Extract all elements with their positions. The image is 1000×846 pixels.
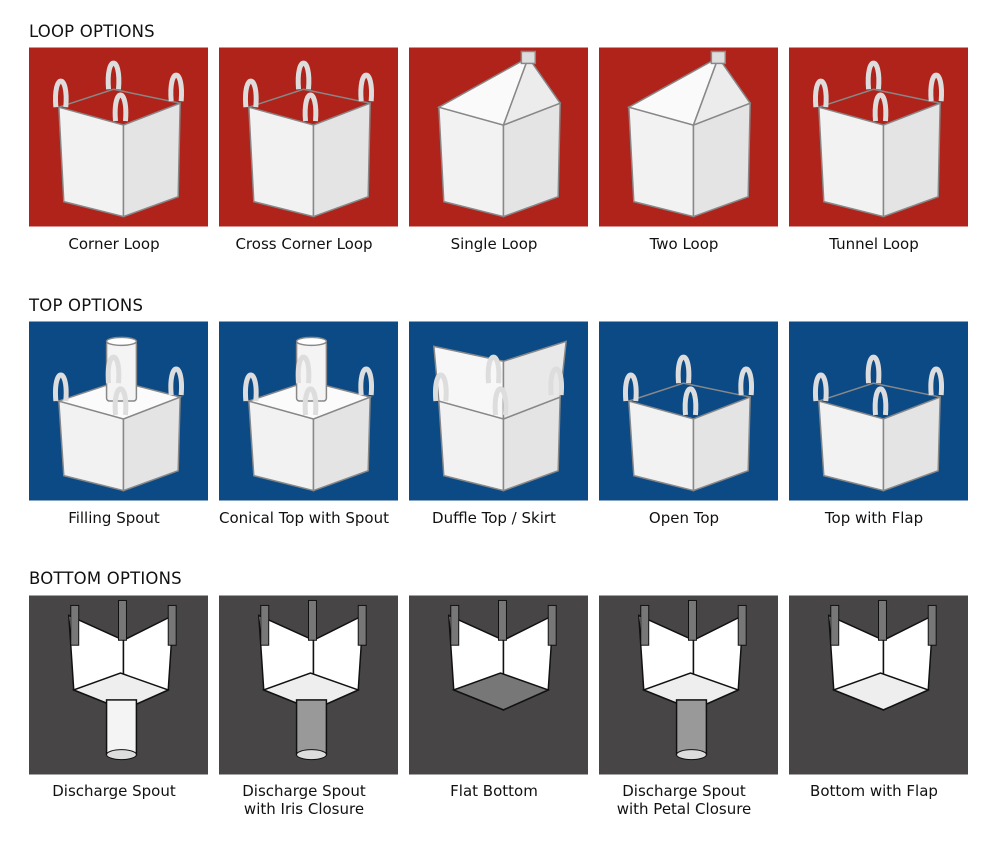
section-title: LOOP OPTIONS xyxy=(29,22,155,41)
option-tile xyxy=(599,595,778,775)
discharge-spout-bag-icon xyxy=(29,595,208,775)
option-tile xyxy=(599,321,778,501)
option-label: Duffle Top / Skirt xyxy=(432,509,556,527)
option-tile xyxy=(29,321,208,501)
option-label: Two Loop xyxy=(649,235,719,253)
option-label: Open Top xyxy=(648,509,720,527)
option-label: Discharge Spout xyxy=(52,782,176,800)
option-tile xyxy=(789,595,968,775)
option-tile xyxy=(409,595,588,775)
option-label: Filling Spout xyxy=(68,509,160,527)
iris-closure-bag-icon xyxy=(219,595,398,775)
section-title: BOTTOM OPTIONS xyxy=(29,569,182,588)
option-tile xyxy=(789,47,968,227)
single-loop-bag-icon xyxy=(409,47,588,227)
option-label-line: Discharge Spout xyxy=(622,782,746,800)
option-label-line: with Iris Closure xyxy=(243,800,365,818)
corner-loop-bag-icon xyxy=(29,47,208,227)
top-flap-bag-icon xyxy=(789,321,968,501)
option-tile xyxy=(409,321,588,501)
option-tile xyxy=(409,47,588,227)
bottom-flap-bag-icon xyxy=(789,595,968,775)
option-label: Single Loop xyxy=(450,235,538,253)
option-label: Top with Flap xyxy=(824,509,924,527)
option-label-line: Discharge Spout xyxy=(242,782,366,800)
option-tile xyxy=(29,595,208,775)
option-tile xyxy=(219,47,398,227)
conical-top-bag-icon xyxy=(219,321,398,501)
option-label: Conical Top with Spout xyxy=(219,509,389,527)
option-tile xyxy=(29,47,208,227)
section-title: TOP OPTIONS xyxy=(29,296,144,315)
cross-corner-loop-bag-icon xyxy=(219,47,398,227)
option-label: Bottom with Flap xyxy=(810,782,938,800)
option-label: Tunnel Loop xyxy=(829,235,919,253)
option-tile xyxy=(599,47,778,227)
option-tile xyxy=(219,321,398,501)
option-label: Cross Corner Loop xyxy=(235,235,373,253)
filling-spout-bag-icon xyxy=(29,321,208,501)
option-label-line: with Petal Closure xyxy=(616,800,752,818)
option-label: Flat Bottom xyxy=(450,782,538,800)
option-tile xyxy=(789,321,968,501)
option-label: Corner Loop xyxy=(68,235,160,253)
tunnel-loop-bag-icon xyxy=(789,47,968,227)
open-top-bag-icon xyxy=(599,321,778,501)
petal-closure-bag-icon xyxy=(599,595,778,775)
flat-bottom-bag-icon xyxy=(409,595,588,775)
option-tile xyxy=(219,595,398,775)
two-loop-bag-icon xyxy=(599,47,778,227)
duffle-top-bag-icon xyxy=(409,321,588,501)
